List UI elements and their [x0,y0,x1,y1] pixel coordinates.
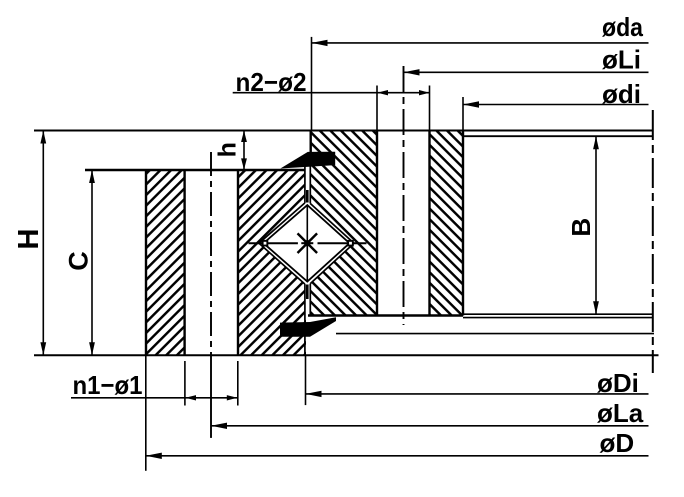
svg-text:h: h [213,142,241,157]
svg-text:ødi: ødi [602,79,641,109]
svg-text:n2−ø2: n2−ø2 [236,67,307,97]
svg-text:øDi: øDi [597,368,639,398]
svg-text:øda: øda [602,12,643,42]
svg-text:øD: øD [600,428,635,458]
svg-text:øLi: øLi [602,45,641,75]
svg-text:H: H [13,229,45,250]
svg-text:n1−ø1: n1−ø1 [73,370,143,400]
svg-text:øLa: øLa [597,398,644,428]
svg-text:C: C [64,251,94,271]
svg-text:B: B [566,218,596,237]
